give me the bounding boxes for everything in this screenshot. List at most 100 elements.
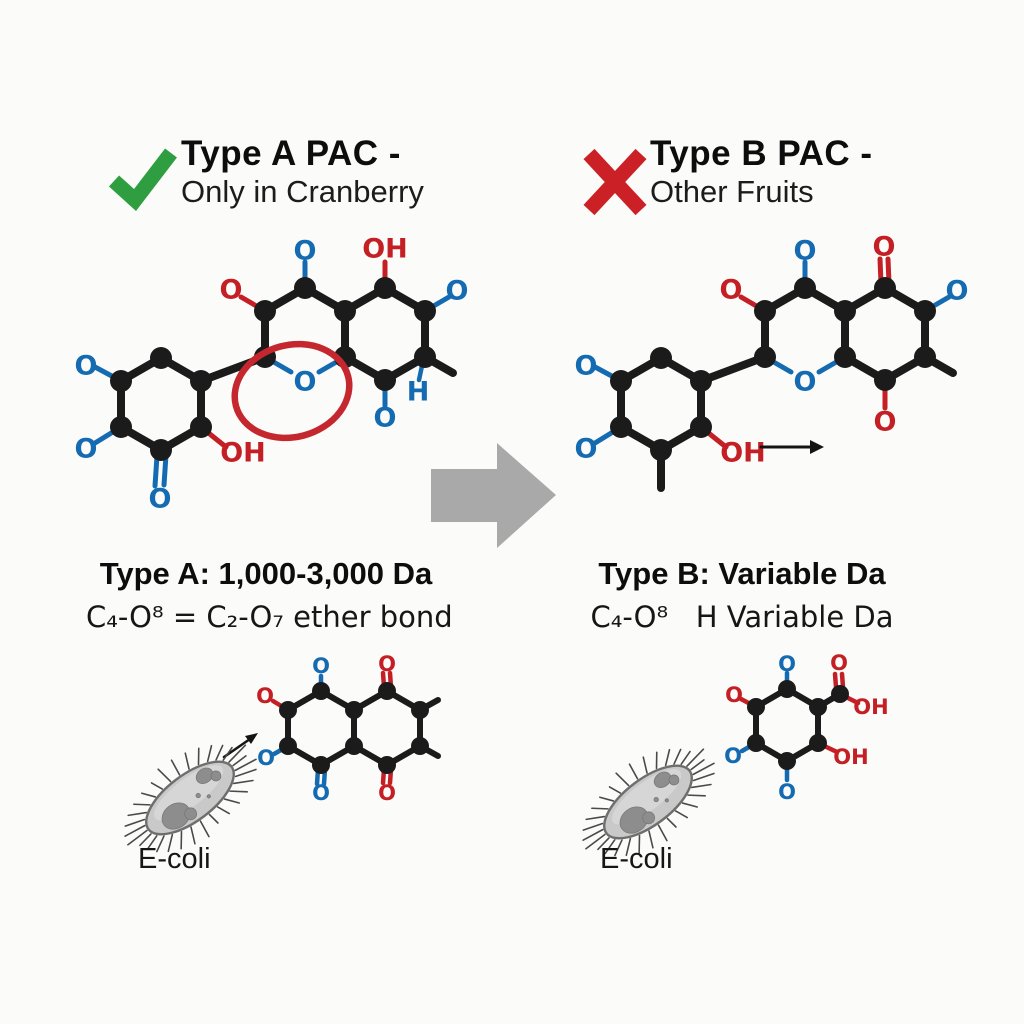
flagellum [664,748,671,767]
flagellum [674,810,689,819]
ecoli-bacterium-left [124,744,257,853]
type-b-fragment-molecule: O O O O O OH OH [724,651,889,804]
flagellum [127,829,148,846]
header-type-a: Type A PAC - Only in Cranberry [181,134,424,210]
flagellum [585,815,606,821]
flagellum [141,792,157,798]
flagellum [232,779,254,785]
flagellum [124,824,146,837]
flagellum [690,759,705,771]
free-rotation-arrow [759,440,824,454]
flagellum [642,756,648,774]
block-arrow-icon [431,443,556,548]
header-type-b: Type B PAC - Other Fruits [650,134,873,210]
flagellum [591,807,609,810]
type-a-fragment-molecule: O O O O O O [256,652,441,805]
flagellum [223,798,241,804]
flagellum [692,762,715,776]
flagellum [638,834,641,854]
flagellum [222,746,233,761]
atom-label: OH [220,438,266,469]
atom-label: O [725,683,743,707]
flagellum [150,782,164,790]
flagellum [229,790,249,793]
flagella [582,748,715,857]
flagellum [167,833,174,853]
flagellum [680,750,691,765]
flagellum [582,822,604,831]
atom-label: O [575,351,598,382]
flagella [124,744,257,853]
atom-label: O [378,652,396,676]
flagellum [648,830,654,849]
flagellum [199,820,210,838]
flagellum [604,839,616,855]
flagellum [599,796,615,802]
ecoli-to-molecule-arrow [222,733,258,759]
flagellum [133,803,151,806]
flagellum [228,744,247,763]
atom-label: OH [720,438,766,469]
atom-label: O [220,275,243,306]
cross-icon [583,148,647,216]
flagellum [127,811,148,817]
atom-label: O [149,484,172,515]
atom-label: OH [833,745,868,769]
flagellum [124,818,146,827]
flagellum [208,813,219,824]
type-b-subtitle: Other Fruits [650,174,814,209]
flagellum [184,752,190,770]
flagellum [180,830,183,850]
flagellum [139,833,152,847]
flagellum [673,748,682,765]
flagellum [234,768,257,778]
flagellum [687,794,707,797]
atom-label: O [75,351,98,382]
flagellum [190,826,196,845]
atom-label: O [778,652,796,676]
atom-label: O [378,781,396,805]
flagellum [666,817,677,828]
check-icon [108,148,177,212]
ecoli-label-right: E-coli [600,843,673,875]
flagellum [234,758,257,772]
ether-bond-highlight-circle [231,340,353,442]
type-b-molecule: O O O O O O O O OH [575,232,969,492]
flagellum [157,768,172,783]
atom-label: O [575,434,598,465]
flagellum [215,744,224,761]
flagellum [692,772,715,782]
atom-label: O [946,276,969,307]
flagellum [146,835,158,851]
flagellum [608,786,622,794]
atom-label: OH [362,234,408,265]
flagellum [206,744,213,763]
flagellum [681,802,699,808]
flagellum [585,833,606,850]
atom-label: O [794,236,817,267]
flagellum [597,837,610,851]
atom-label: O [830,651,848,675]
type-b-bond-formula: C₄-O⁸ H Variable Da [590,600,894,634]
atom-label: O [873,232,896,263]
atom-label: O [256,684,274,708]
atom-label: O [257,746,275,770]
atom-label: OH [853,695,888,719]
atom-label: O [312,654,330,678]
flagellum [655,751,658,770]
flagellum [156,835,165,853]
type-b-title: Type B PAC - [650,134,873,173]
ring-oxygen-label: O [794,367,817,398]
type-a-mass-range: Type A: 1,000-3,000 Da [99,556,433,591]
flagellum [657,824,668,842]
flagellum [216,806,231,815]
flagellum [197,747,200,766]
ecoli-label-left: E-coli [138,843,211,875]
ring-oxygen-label: O [294,367,317,398]
type-a-subtitle: Only in Cranberry [181,174,424,209]
atom-label: O [778,780,796,804]
atom-label: O [312,781,330,805]
atom-label: O [874,407,897,438]
